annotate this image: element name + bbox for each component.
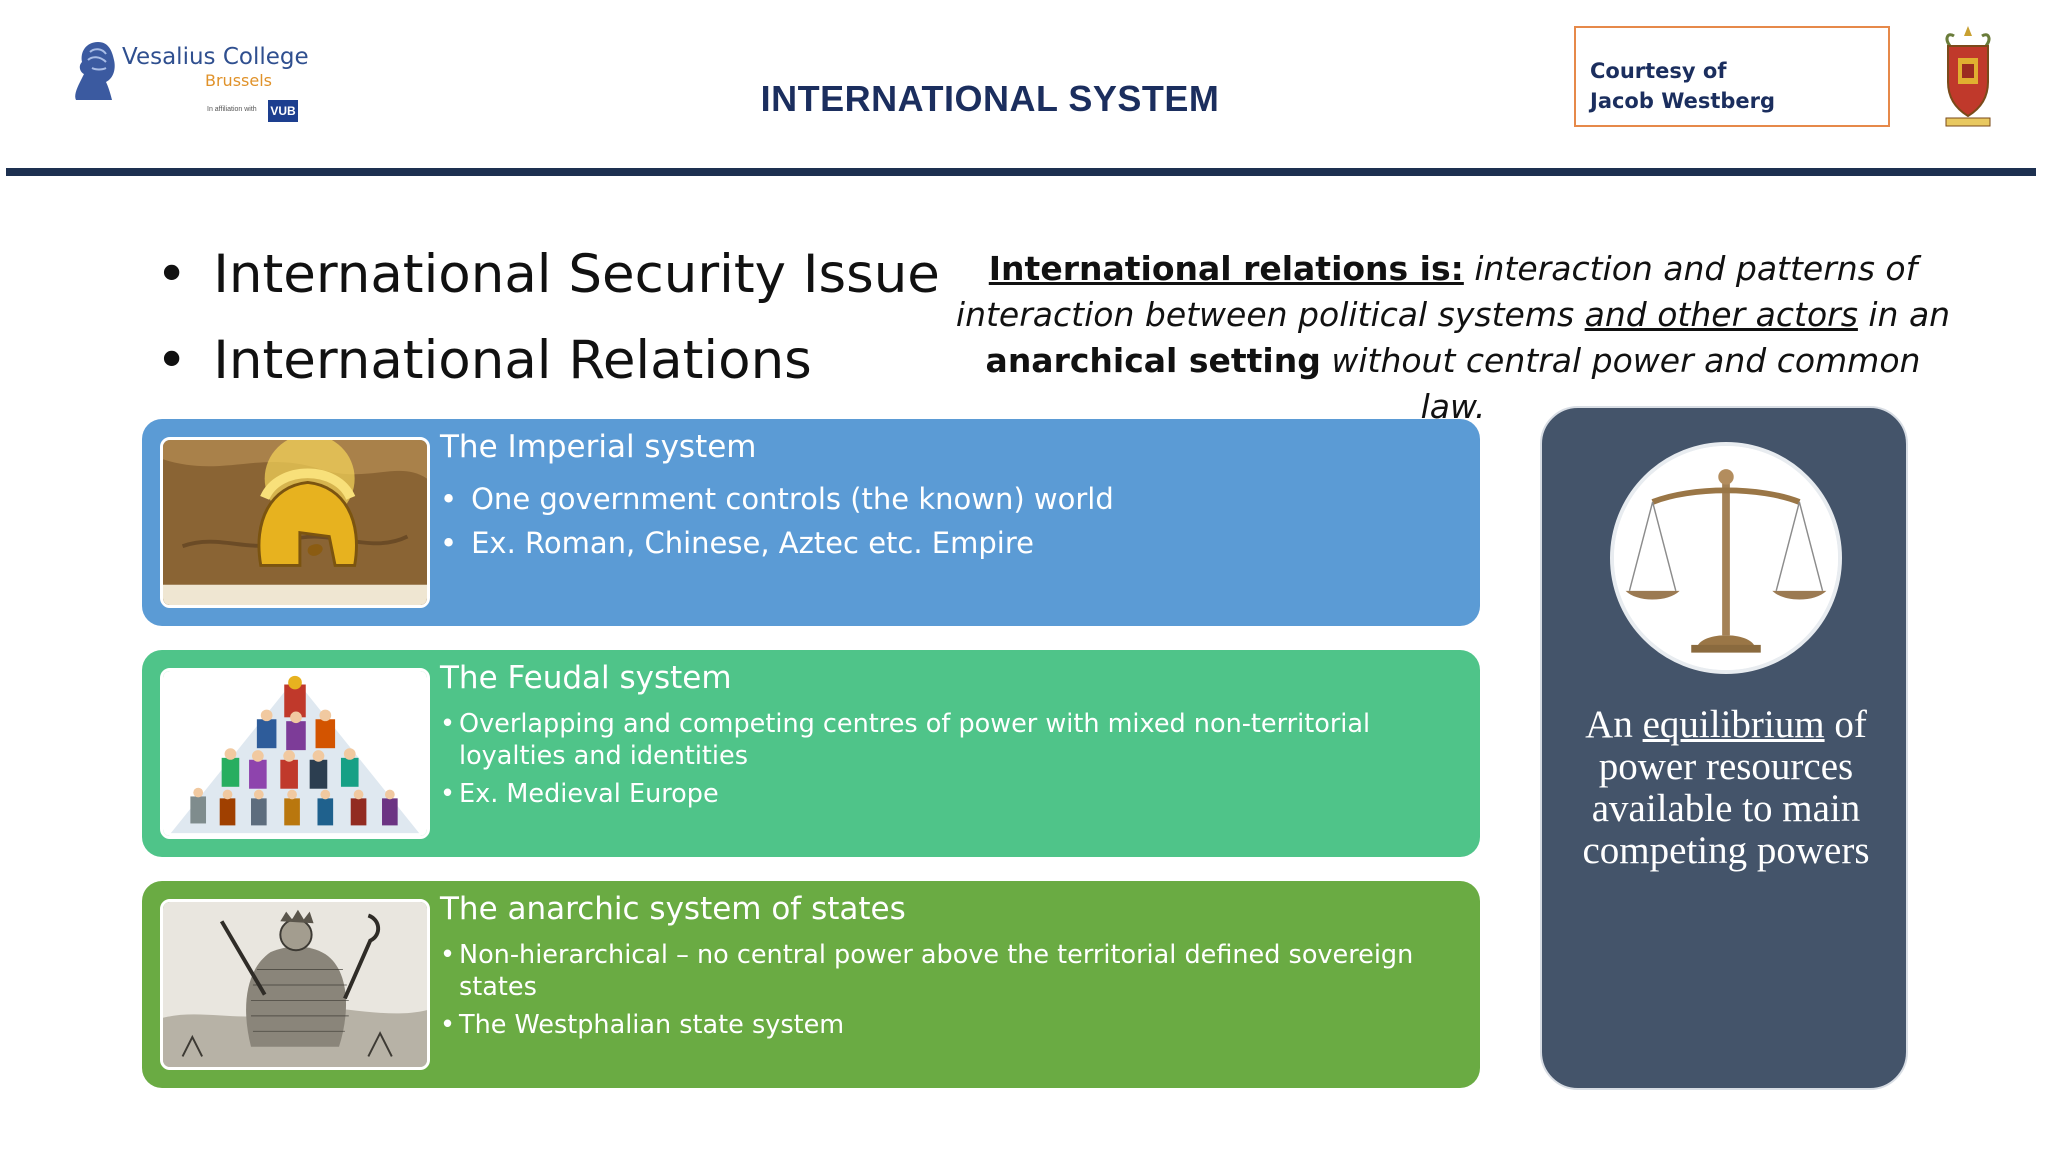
definition-underlined: and other actors xyxy=(1584,295,1858,334)
equilibrium-prefix: An xyxy=(1585,703,1643,746)
vesalius-logo: Vesalius College Brussels In affiliation… xyxy=(72,38,312,138)
card-point: Overlapping and competing centres of pow… xyxy=(440,708,1450,772)
leviathan-image-icon xyxy=(160,899,430,1070)
definition-part1: interaction and patterns of interaction … xyxy=(955,249,1918,334)
card-point: Ex. Roman, Chinese, Aztec etc. Empire xyxy=(440,521,1114,565)
card-title: The anarchic system of states xyxy=(440,891,906,927)
ir-definition: International relations is: interaction … xyxy=(948,246,1958,430)
balance-scale-icon xyxy=(1610,442,1842,674)
crest-icon xyxy=(1936,24,2000,134)
equilibrium-text: An equilibrium of power resources availa… xyxy=(1556,704,1896,872)
card-points: Overlapping and competing centres of pow… xyxy=(440,708,1450,816)
vesalius-logo-icon xyxy=(72,38,122,100)
card-points: Non-hierarchical – no central power abov… xyxy=(440,939,1450,1047)
helmet-image-icon xyxy=(160,437,430,608)
card-feudal-system: The Feudal system Overlapping and compet… xyxy=(142,650,1480,857)
card-point: Ex. Medieval Europe xyxy=(440,778,1450,810)
card-title: The Imperial system xyxy=(440,429,757,465)
vub-logo: VUB xyxy=(268,100,298,122)
card-points: One government controls (the known) worl… xyxy=(440,477,1114,565)
logo-title: Vesalius College xyxy=(122,44,309,70)
card-point: The Westphalian state system xyxy=(440,1009,1450,1041)
logo-city: Brussels xyxy=(205,71,272,90)
courtesy-line1: Courtesy of xyxy=(1590,59,1727,83)
bullet-item: International Security Issue xyxy=(156,232,940,318)
card-anarchic-system: The anarchic system of states Non-hierar… xyxy=(142,881,1480,1088)
card-point: Non-hierarchical – no central power abov… xyxy=(440,939,1450,1003)
header-divider xyxy=(6,168,2036,176)
card-imperial-system: The Imperial system One government contr… xyxy=(142,419,1480,626)
definition-lead: International relations is: xyxy=(988,249,1464,288)
card-title: The Feudal system xyxy=(440,660,732,696)
bullet-item: International Relations xyxy=(156,318,940,404)
card-point: One government controls (the known) worl… xyxy=(440,477,1114,521)
courtesy-line2: Jacob Westberg xyxy=(1590,89,1776,113)
feudal-pyramid-image-icon xyxy=(160,668,430,839)
courtesy-box: Courtesy of Jacob Westberg xyxy=(1574,26,1890,127)
equilibrium-panel: An equilibrium of power resources availa… xyxy=(1540,406,1908,1090)
definition-bold: anarchical setting xyxy=(985,341,1321,380)
topic-bullets: International Security Issue Internation… xyxy=(156,232,940,404)
equilibrium-keyword: equilibrium xyxy=(1642,703,1825,746)
logo-affiliation: In affiliation with xyxy=(207,106,257,113)
equilibrium-rest: of power resources available to main com… xyxy=(1582,703,1870,872)
definition-part2: in an xyxy=(1857,295,1951,334)
page-title: INTERNATIONAL SYSTEM xyxy=(760,78,1220,119)
